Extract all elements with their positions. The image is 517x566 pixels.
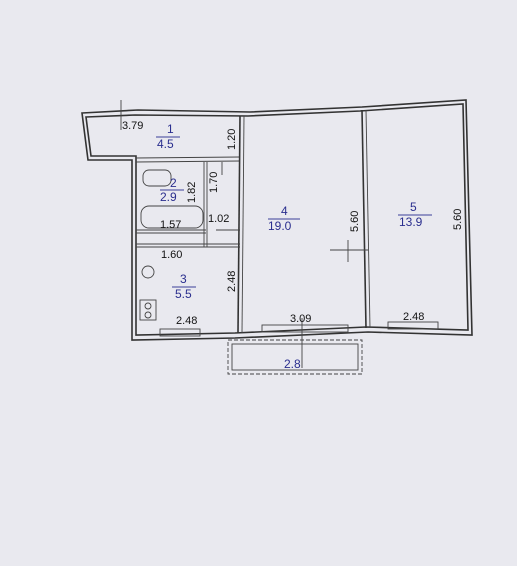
room-number: 2	[170, 176, 177, 190]
dim-bath-width: 1.57	[160, 219, 181, 231]
bathtub-icon	[140, 205, 204, 229]
dim-corridor-width: 1.02	[208, 213, 229, 225]
dimension-labels: 3.79 1.20 1.82 1.70 1.57 1.02 1.60 2.48 …	[122, 120, 464, 327]
dim-room4-height: 5.60	[349, 211, 361, 232]
room-number: 5	[410, 200, 417, 214]
room-area: 13.9	[399, 215, 423, 229]
dim-room4-width: 3.09	[290, 313, 311, 325]
dim-kitchen-height: 2.48	[226, 271, 238, 292]
room-area: 5.5	[175, 287, 192, 301]
dim-kitchen-width-top: 1.60	[161, 249, 182, 261]
balcony	[227, 318, 363, 375]
room-number: 4	[281, 204, 288, 218]
outer-walls	[81, 99, 473, 341]
room-area: 2.9	[160, 190, 177, 204]
dim-kitchen-width-bottom: 2.48	[176, 315, 197, 327]
dim-room5-height: 5.60	[452, 209, 464, 230]
fixtures	[139, 169, 204, 321]
dim-hall-length: 3.79	[122, 120, 143, 132]
room-number: 3	[180, 272, 187, 286]
room-labels: 1 4.5 2 2.9 3 5.5 4 19.0 5 13.9 2.8	[156, 122, 432, 371]
stove-icon	[139, 299, 157, 321]
dim-corridor-height: 1.70	[208, 172, 220, 193]
room-area: 19.0	[268, 219, 292, 233]
room-area: 4.5	[157, 137, 174, 151]
dim-room5-width: 2.48	[403, 311, 424, 323]
room-number: 1	[167, 122, 174, 136]
balcony-area: 2.8	[284, 357, 301, 371]
interior-walls	[120, 100, 439, 337]
sink-icon	[141, 265, 155, 279]
toilet-icon	[142, 169, 172, 187]
dim-hall-width: 1.20	[226, 129, 238, 150]
dim-bath-height: 1.82	[186, 182, 198, 203]
